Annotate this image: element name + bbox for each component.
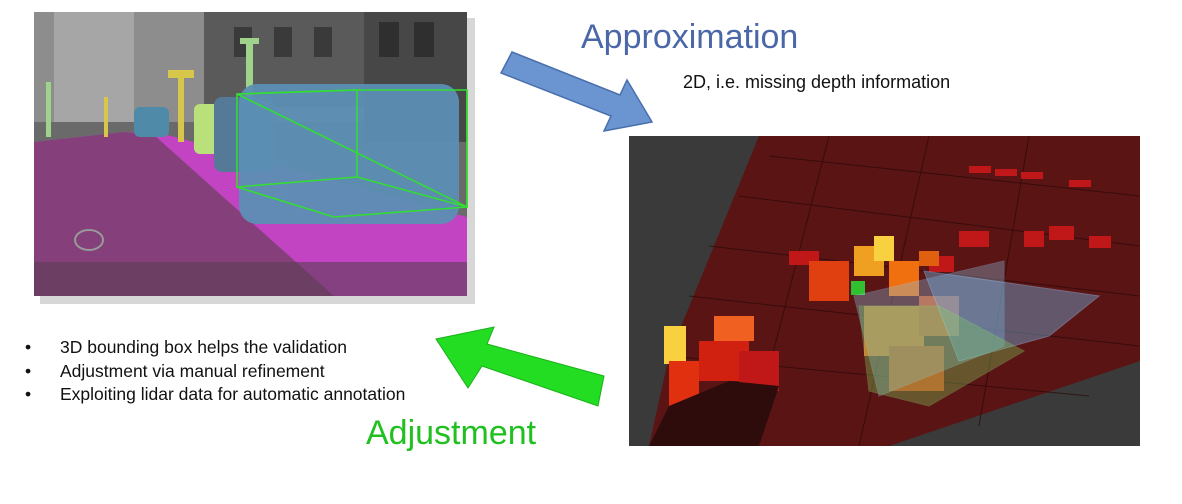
lidar-voxel-render — [629, 136, 1140, 446]
segmented-street-photo — [34, 12, 475, 304]
bullet-icon: • — [25, 360, 32, 381]
approximation-title: Approximation — [581, 18, 799, 56]
approximation-note: 2D, i.e. missing depth information — [683, 72, 951, 92]
arrow-up-left-icon — [435, 326, 605, 407]
bullet-text: Exploiting lidar data for automatic anno… — [60, 384, 406, 404]
bullet-text: Adjustment via manual refinement — [60, 360, 325, 381]
list-item: • 3D bounding box helps the validation — [25, 336, 405, 360]
adjustment-title: Adjustment — [366, 414, 537, 452]
list-item: • Adjustment via manual refinement — [25, 360, 405, 384]
bullet-icon: • — [25, 384, 32, 404]
arrow-down-right-icon — [499, 51, 654, 133]
list-item: • Exploiting lidar data for automatic ann… — [25, 383, 405, 407]
bullet-list: • 3D bounding box helps the validation • A… — [25, 336, 405, 407]
bullet-icon: • — [25, 337, 32, 357]
bullet-text: 3D bounding box helps the validation — [60, 337, 348, 357]
